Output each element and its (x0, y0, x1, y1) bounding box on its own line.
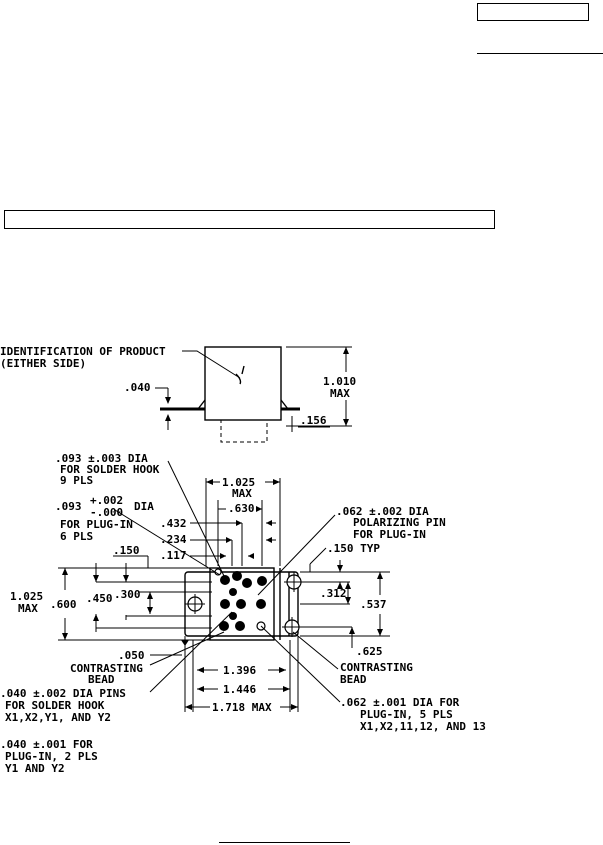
plug040-b: PLUG-IN, 2 PLS (5, 750, 98, 763)
polar-pin-label: POLARIZING PIN (353, 516, 446, 529)
contrasting-left-label: CONTRASTING (70, 662, 143, 675)
d432-label: .432 (160, 517, 187, 530)
height-1025-label: 1.025 (10, 590, 43, 603)
width-1025-label: 1.025 (222, 476, 255, 489)
plug040-a: .040 ±.001 FOR (0, 738, 93, 751)
pins040-c: X1,X2,Y1, AND Y2 (5, 711, 111, 724)
pins040-a: .040 ±.002 DIA PINS (0, 687, 126, 700)
d117-label: .117 (160, 549, 187, 562)
d234-label: .234 (160, 533, 187, 546)
d625-label: .625 (356, 645, 383, 658)
bottom-rule (219, 842, 350, 843)
d1718max-label: 1.718 MAX (212, 701, 272, 714)
d150-label: .150 (113, 544, 140, 557)
hidden-header (220, 419, 268, 443)
hook-pls-label: 9 PLS (60, 474, 93, 487)
either-side-label: (EITHER SIDE) (0, 357, 86, 370)
plug040-c: Y1 AND Y2 (5, 762, 65, 775)
side-view: 1.010 MAX .040 .156 IDENTIFICATION OF PR… (0, 345, 356, 443)
plug062-b: PLUG-IN, 5 PLS (360, 708, 453, 721)
bead-right-label: BEAD (340, 673, 367, 686)
pin-156-label: .156 (300, 414, 327, 427)
height-max-label: MAX (330, 387, 350, 400)
polar-dia-label: .062 ±.002 DIA (336, 505, 429, 518)
d600-label: .600 (50, 598, 77, 611)
case-body (204, 346, 282, 421)
d537-label: .537 (360, 598, 387, 611)
d1446-label: 1.446 (223, 683, 256, 696)
pins040-b: FOR SOLDER HOOK (5, 699, 105, 712)
plug-for-label: FOR PLUG-IN (60, 518, 133, 531)
contrasting-right-label: CONTRASTING (340, 661, 413, 674)
plug-tol-plus: +.002 (90, 494, 123, 507)
d312-label: .312 (320, 587, 347, 600)
base-040-label: .040 (124, 381, 151, 394)
plug-pls-label: 6 PLS (60, 530, 93, 543)
d050-label: .050 (118, 649, 145, 662)
top-right-rule (477, 53, 603, 54)
bottom-case (209, 567, 275, 641)
polar-for-label: FOR PLUG-IN (353, 528, 426, 541)
plug-dia-word: DIA (134, 500, 154, 513)
d630-label: .630 (228, 502, 255, 515)
plug062-c: X1,X2,11,12, AND 13 (360, 720, 486, 733)
plug-tol-minus: -.000 (90, 506, 123, 519)
d300-label: .300 (114, 588, 141, 601)
d1396-label: 1.396 (223, 664, 256, 677)
bottom-view: 1.025 MAX .630 .432 .234 .117 1.025 MA (10, 460, 390, 714)
height-1010-label: 1.010 (323, 375, 356, 388)
title-box-top-right (477, 3, 589, 21)
d450-label: .450 (86, 592, 113, 605)
bead-left-label: BEAD (88, 673, 115, 686)
d150typ-label: .150 TYP (327, 542, 380, 555)
hook-for-label: FOR SOLDER HOOK (60, 463, 160, 476)
hook-dia-label: .093 ±.003 DIA (55, 452, 148, 465)
width-max-label: MAX (232, 487, 252, 500)
left-max-label: MAX (18, 602, 38, 615)
plug-dia-label: .093 (55, 500, 82, 513)
identification-label: IDENTIFICATION OF PRODUCT (0, 345, 166, 358)
caption-bar (4, 210, 495, 229)
plug062-a: .062 ±.001 DIA FOR (340, 696, 460, 709)
